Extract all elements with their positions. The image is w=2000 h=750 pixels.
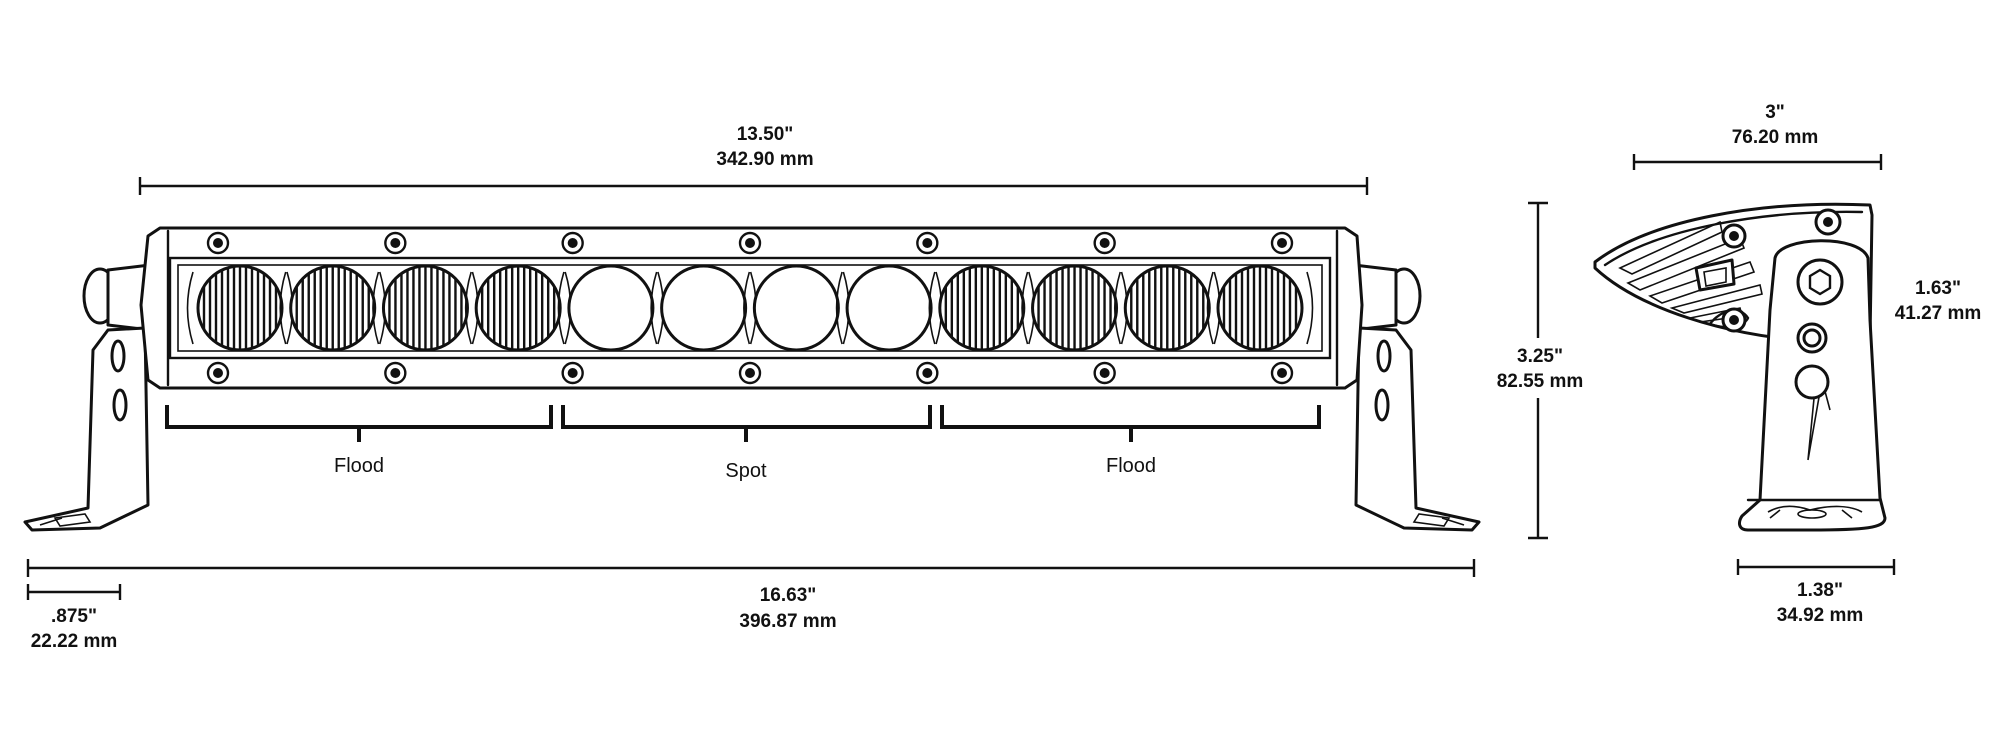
svg-text:.875": .875" (51, 606, 97, 627)
screw (384, 361, 407, 385)
flood-lens (928, 264, 1036, 352)
right-bracket (1352, 263, 1481, 532)
screw (738, 361, 762, 385)
svg-text:22.22 mm: 22.22 mm (31, 631, 118, 652)
flood-lens (1021, 264, 1128, 352)
spot-lens (650, 264, 757, 352)
svg-text:342.90 mm: 342.90 mm (716, 149, 813, 170)
dim-bracket-offset: .875" 22.22 mm (26, 584, 122, 652)
spot-lens (743, 264, 850, 352)
screw (1093, 231, 1116, 255)
svg-text:1.63": 1.63" (1915, 278, 1961, 299)
svg-text:41.27 mm: 41.27 mm (1895, 303, 1982, 324)
dim-height: 3.25" 82.55 mm (1497, 201, 1584, 540)
screw (1093, 361, 1116, 385)
flood-lens (279, 264, 386, 352)
pivot-bolt (1796, 258, 1844, 306)
screw (738, 231, 762, 255)
svg-text:34.92 mm: 34.92 mm (1777, 605, 1864, 626)
svg-text:396.87 mm: 396.87 mm (739, 611, 836, 632)
screw (384, 231, 407, 255)
screw (916, 361, 939, 385)
flood-right-label: Flood (1106, 455, 1156, 477)
screw-rows (206, 231, 1294, 385)
spot-lens (557, 264, 665, 352)
svg-text:1.38": 1.38" (1797, 580, 1843, 601)
spot-lens (835, 264, 943, 352)
flood-left-label: Flood (334, 455, 384, 477)
screw (206, 231, 230, 255)
dim-side-width: 3" 76.20 mm (1632, 102, 1883, 170)
svg-text:3.25": 3.25" (1517, 346, 1563, 367)
screw (561, 231, 584, 255)
dim-bar-length: 13.50" 342.90 mm (138, 124, 1369, 195)
screw (561, 361, 584, 385)
svg-text:82.55 mm: 82.55 mm (1497, 371, 1584, 392)
svg-text:16.63": 16.63" (760, 585, 817, 606)
spot-label: Spot (725, 460, 767, 482)
flood-lens (186, 264, 294, 352)
screw (206, 361, 230, 385)
flood-left-bracket (165, 405, 553, 442)
svg-text:76.20 mm: 76.20 mm (1732, 127, 1819, 148)
spot-bracket (561, 405, 932, 442)
screw (916, 231, 939, 255)
flood-right-bracket (940, 405, 1321, 442)
front-view: Flood Spot Flood (23, 226, 1481, 532)
dim-side-depth: 1.63" 41.27 mm (1895, 278, 1982, 324)
left-bracket (23, 263, 152, 532)
screw (1270, 231, 1294, 255)
light-bar-housing (139, 226, 1364, 390)
screw (1270, 361, 1294, 385)
dim-overall-length: 16.63" 396.87 mm (26, 559, 1476, 632)
dim-base-width: 1.38" 34.92 mm (1736, 559, 1896, 626)
beam-pattern-brackets (165, 405, 1321, 442)
side-view (1593, 202, 1887, 532)
svg-text:3": 3" (1765, 102, 1785, 123)
svg-text:13.50": 13.50" (737, 124, 794, 145)
flood-lens (1206, 264, 1314, 352)
